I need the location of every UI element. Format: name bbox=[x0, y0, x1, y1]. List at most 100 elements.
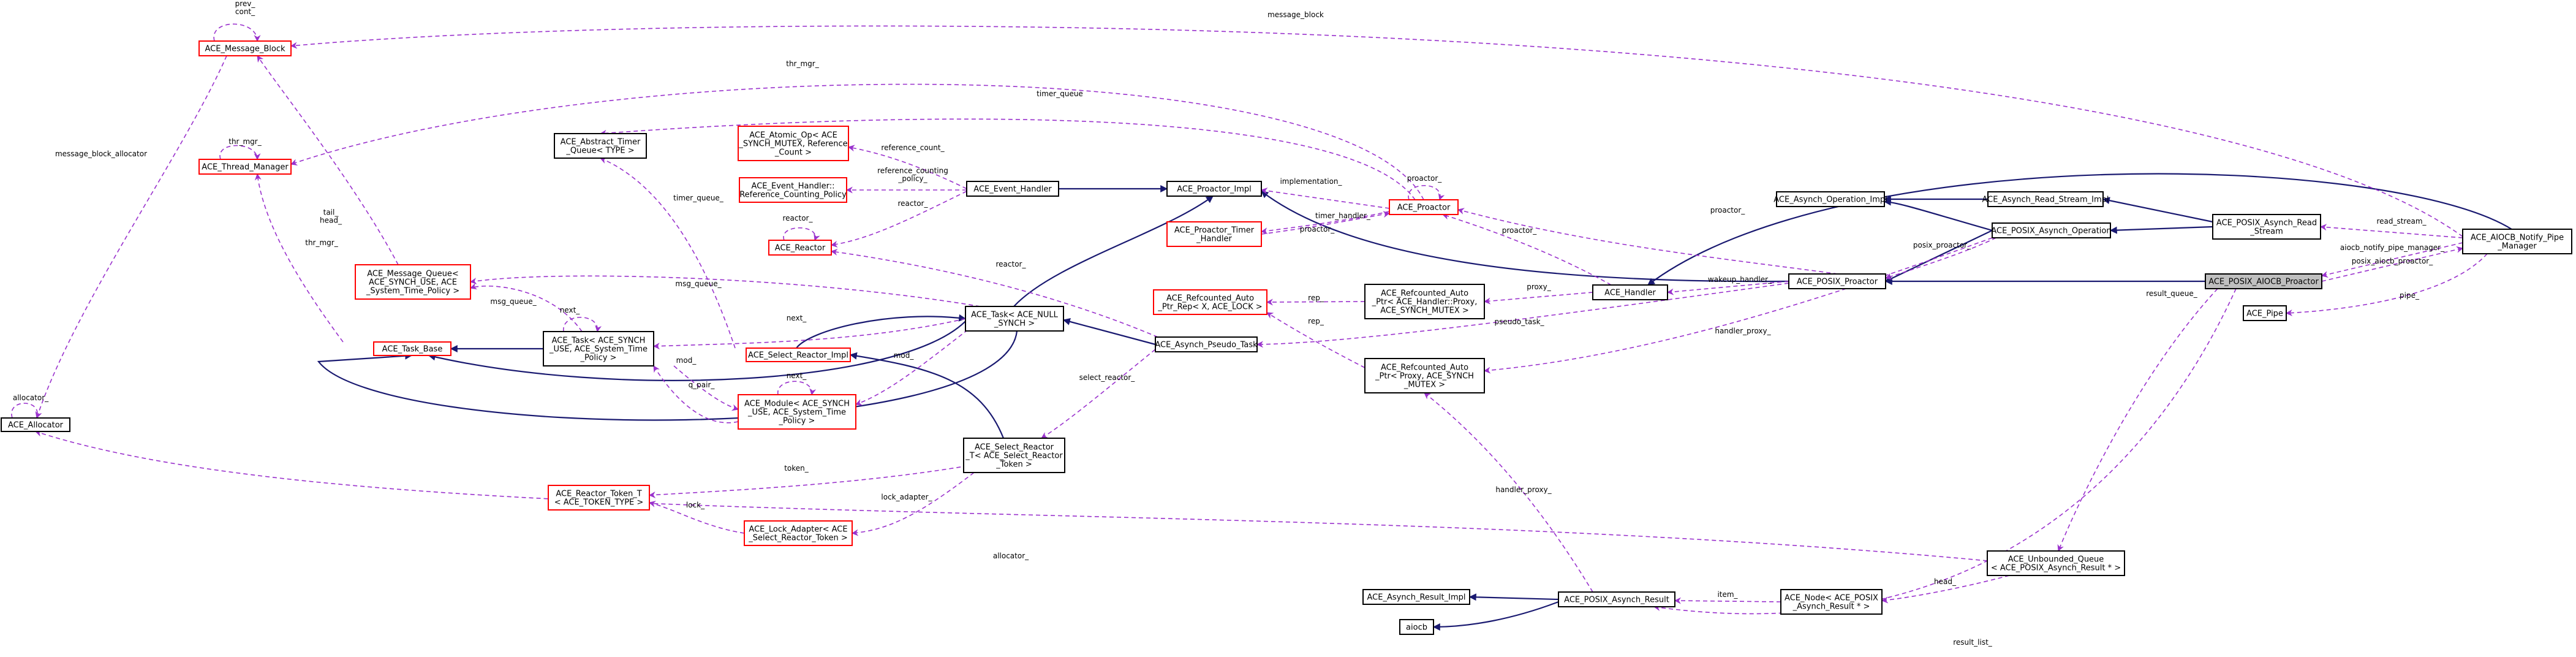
class-node-label: ACE_Asynch_Pseudo_Task bbox=[1155, 341, 1258, 350]
class-node-box bbox=[373, 341, 451, 356]
edge-layer bbox=[11, 23, 2512, 631]
usage-edge-34 bbox=[830, 248, 1158, 338]
class-node-box bbox=[1155, 336, 1258, 352]
class-node-refcounted-auto-ptr-proxy[interactable]: ACE_Refcounted_Auto_Ptr< Proxy, ACE_SYNC… bbox=[1364, 358, 1485, 393]
class-node-module[interactable]: ACE_Module< ACE_SYNCH_USE, ACE_System_Ti… bbox=[738, 394, 856, 430]
class-node-box bbox=[1592, 284, 1668, 300]
usage-edge-37 bbox=[652, 318, 966, 350]
usage-edge-42 bbox=[777, 381, 817, 396]
edge-label-rcp: reference_counting bbox=[877, 167, 948, 175]
class-node-reactor-token[interactable]: ACE_Reactor_Token_T< ACE_TOKEN_TYPE > bbox=[548, 485, 650, 511]
usage-edge-64 bbox=[2321, 246, 2464, 282]
class-node-label: ACE_Asynch_Read_Stream_Impl bbox=[1982, 196, 2109, 205]
class-node-event-handler[interactable]: ACE_Event_Handler bbox=[966, 181, 1059, 197]
class-node-asynch-pseudo-task[interactable]: ACE_Asynch_Pseudo_Task bbox=[1155, 336, 1258, 352]
class-node-abstract-timer[interactable]: ACE_Abstract_Timer_Queue< TYPE > bbox=[554, 133, 647, 159]
edge-label-mb-alloc: message_block_allocator bbox=[55, 150, 147, 158]
class-node-node-posix[interactable]: ACE_Node< ACE_POSIX_Asynch_Result * > bbox=[1780, 589, 1883, 615]
usage-edge-52 bbox=[1441, 213, 1612, 286]
class-node-box bbox=[1364, 358, 1485, 393]
class-node-task-base[interactable]: ACE_Task_Base bbox=[373, 341, 451, 356]
inheritance-edge-14 bbox=[2102, 197, 2213, 223]
class-node-box bbox=[548, 485, 650, 511]
edge-label-rcp: _policy_ bbox=[897, 175, 927, 183]
class-node-lock-adapter[interactable]: ACE_Lock_Adapter< ACE_Select_Reactor_Tok… bbox=[744, 520, 853, 546]
class-node-box bbox=[739, 177, 847, 203]
class-node-asynch-result-impl[interactable]: ACE_Asynch_Result_Impl bbox=[1362, 589, 1470, 605]
class-node-thread-manager[interactable]: ACE_Thread_Manager bbox=[198, 159, 292, 175]
class-node-posix-asynch-operation[interactable]: ACE_POSIX_Asynch_Operation bbox=[1991, 222, 2112, 238]
edge-label-q-pair: q_pair_ bbox=[689, 381, 716, 389]
usage-edge-32 bbox=[830, 191, 967, 248]
class-node-label: ACE_Select_Reactor_Impl bbox=[748, 351, 848, 360]
class-node-message-block[interactable]: ACE_Message_Block bbox=[198, 40, 292, 56]
class-node-label: _Policy > bbox=[580, 354, 617, 363]
class-node-label: _Handler bbox=[1196, 235, 1232, 244]
edge-label-result-list: result_list_ bbox=[1953, 638, 1993, 647]
class-node-box bbox=[2212, 214, 2321, 240]
class-node-posix-asynch-read-stream[interactable]: ACE_POSIX_Asynch_Read_Stream bbox=[2212, 214, 2321, 240]
class-node-proactor[interactable]: ACE_Proactor bbox=[1389, 199, 1459, 215]
class-node-reactor[interactable]: ACE_Reactor bbox=[768, 240, 832, 256]
class-node-asynch-read-stream-impl[interactable]: ACE_Asynch_Read_Stream_Impl bbox=[1982, 191, 2109, 207]
class-node-select-reactor-t[interactable]: ACE_Select_Reactor_T< ACE_Select_Reactor… bbox=[963, 438, 1065, 473]
class-node-posix-proactor[interactable]: ACE_POSIX_Proactor bbox=[1788, 273, 1886, 289]
class-node-box bbox=[1399, 619, 1434, 635]
class-node-aiocb-notify-pipe-manager[interactable]: ACE_AIOCB_Notify_Pipe_Manager bbox=[2462, 229, 2572, 254]
class-node-asynch-operation-impl[interactable]: ACE_Asynch_Operation_Impl bbox=[1773, 191, 1887, 207]
edge-label-reactor-eh: reactor_ bbox=[898, 199, 929, 208]
class-node-label: ACE_Event_Handler:: bbox=[752, 182, 835, 191]
edge-label-msg-queue-top: msg_queue_ bbox=[675, 279, 722, 288]
edge-label-lock: lock_ bbox=[686, 501, 705, 509]
class-node-label: _SYNCH > bbox=[994, 319, 1035, 328]
edge-label-select-reactor: select_reactor_ bbox=[1079, 373, 1136, 382]
usage-edge-66 bbox=[2057, 288, 2218, 552]
class-node-box bbox=[744, 520, 853, 546]
class-node-box bbox=[965, 306, 1064, 332]
edge-label-layer: next_prev_cont_message_blockthr_mgr_thr_… bbox=[13, 0, 2445, 647]
class-node-box bbox=[2243, 305, 2287, 321]
class-node-label: ACE_Asynch_Operation_Impl bbox=[1773, 196, 1887, 205]
class-node-allocator[interactable]: ACE_Allocator bbox=[1, 417, 70, 432]
edge-label-mb-self: prev_ bbox=[235, 0, 256, 8]
class-node-posix-aiocb-proactor[interactable]: ACE_POSIX_AIOCB_Proactor bbox=[2205, 273, 2322, 289]
inheritance-edge-12 bbox=[1883, 198, 1993, 232]
class-node-label: ACE_SYNCH_MUTEX > bbox=[1380, 306, 1469, 316]
class-node-select-reactor-impl[interactable]: ACE_Select_Reactor_Impl bbox=[746, 347, 851, 362]
class-node-box bbox=[1776, 191, 1885, 207]
class-node-box bbox=[198, 40, 292, 56]
class-node-proactor-timer-handler[interactable]: ACE_Proactor_Timer_Handler bbox=[1166, 221, 1262, 247]
class-node-unbounded-queue[interactable]: ACE_Unbounded_Queue< ACE_POSIX_Asynch_Re… bbox=[1987, 550, 2125, 576]
class-node-label: ACE_Atomic_Op< ACE bbox=[749, 131, 837, 140]
class-node-label: _Select_Reactor_Token > bbox=[748, 534, 848, 543]
class-node-refcounted-auto-ptr-rep[interactable]: ACE_Refcounted_Auto_Ptr_Rep< X, ACE_LOCK… bbox=[1153, 289, 1267, 315]
edge-label-pipe-lbl: pipe_ bbox=[2400, 291, 2420, 300]
usage-edge-63 bbox=[2321, 242, 2463, 278]
class-node-box bbox=[1, 417, 70, 432]
class-node-label: ACE_Unbounded_Queue bbox=[2008, 555, 2104, 564]
class-node-label: ACE_POSIX_Asynch_Read bbox=[2216, 219, 2317, 228]
class-node-proactor-impl[interactable]: ACE_Proactor_Impl bbox=[1166, 181, 1262, 197]
edge-label-head: head_ bbox=[1934, 577, 1957, 586]
class-node-label: ACE_Lock_Adapter< ACE bbox=[749, 525, 847, 534]
class-node-task-null[interactable]: ACE_Task< ACE_NULL_SYNCH > bbox=[965, 306, 1064, 332]
class-node-pipe[interactable]: ACE_Pipe bbox=[2243, 305, 2287, 321]
class-node-atomic-op[interactable]: ACE_Atomic_Op< ACE_SYNCH_MUTEX, Referenc… bbox=[738, 126, 849, 161]
edge-label-rep-b: rep_ bbox=[1308, 317, 1324, 325]
class-node-label: ACE_SYNCH_USE, ACE bbox=[369, 278, 457, 287]
class-node-handler[interactable]: ACE_Handler bbox=[1592, 284, 1668, 300]
class-node-label: ACE_Refcounted_Auto bbox=[1381, 363, 1468, 373]
class-node-posix-asynch-result[interactable]: ACE_POSIX_Asynch_Result bbox=[1558, 591, 1675, 607]
class-node-event-handler-rcp[interactable]: ACE_Event_Handler::Reference_Counting_Po… bbox=[739, 177, 847, 203]
class-node-label: ACE_Refcounted_Auto bbox=[1166, 294, 1254, 303]
class-node-task-synch[interactable]: ACE_Task< ACE_SYNCH_USE, ACE_System_Time… bbox=[543, 331, 654, 366]
class-node-box bbox=[1987, 550, 2125, 576]
class-node-label: < ACE_TOKEN_TYPE > bbox=[554, 498, 644, 507]
class-node-aiocb[interactable]: aiocb bbox=[1399, 619, 1434, 635]
class-node-message-queue[interactable]: ACE_Message_Queue<ACE_SYNCH_USE, ACE_Sys… bbox=[355, 264, 471, 300]
class-node-refcounted-auto-ptr-handler[interactable]: ACE_Refcounted_Auto_Ptr< ACE_Handler::Pr… bbox=[1364, 284, 1485, 319]
usage-edge-22 bbox=[213, 23, 261, 42]
edge-label-reactor-task: reactor_ bbox=[996, 260, 1027, 268]
usage-edge-51 bbox=[1408, 184, 1445, 201]
class-node-label: _Ptr< ACE_Handler::Proxy, bbox=[1372, 298, 1478, 307]
